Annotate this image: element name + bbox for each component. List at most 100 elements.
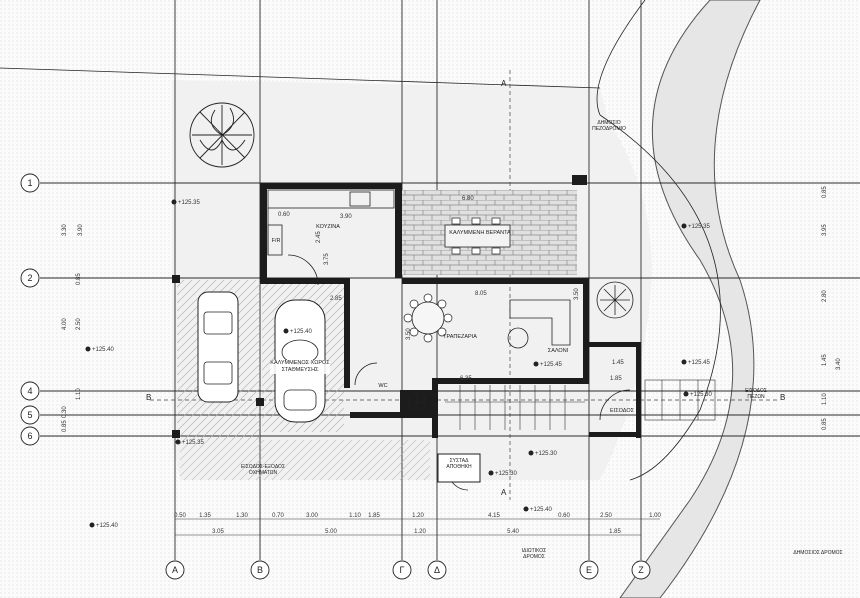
level-symbol-icon: [523, 506, 529, 512]
dimension-value: 4.15: [488, 513, 500, 519]
sidewalk-edge: [596, 0, 646, 116]
room-label-living: ΣΑΛΟΝΙ: [548, 348, 569, 354]
grid-row-label: 5: [27, 410, 32, 420]
level-symbol-icon: [681, 223, 687, 229]
dimension-value: 3.40: [836, 358, 842, 370]
level-symbol-icon: [283, 328, 289, 334]
dimension-value: 2.50: [600, 513, 612, 519]
dimension-value: 8.05: [475, 291, 487, 297]
dimension-value: 1.10: [76, 388, 82, 400]
dimension-value: 1.30: [236, 513, 248, 519]
label-vehicle-entrance: ΕΙΣΟΔΟΣ-ΕΞΟΔΟΣ ΟΧΗΜΑΤΩΝ: [240, 464, 286, 476]
shrub-icon: [407, 392, 427, 412]
dimension-value: 3.90: [78, 224, 84, 236]
level-value: +125.35: [688, 224, 711, 230]
level-symbol-icon: [681, 359, 687, 365]
label-entrance: ΕΙΣΟΔΟΣ: [610, 408, 635, 414]
label-public-sidewalk: ΔΗΜΟΣΙΟ ΠΕΖΟΔΡΟΜΙΟ: [592, 120, 626, 132]
public-sidewalk-box: ΔΗΜΟΣΙΟ ΠΕΖΟΔΡΟΜΙΟ: [592, 120, 626, 132]
level-value: +125.40: [290, 329, 313, 335]
dimension-value: 0.85: [822, 186, 828, 198]
grid-col-label: B: [257, 565, 263, 575]
car-left: [197, 291, 239, 403]
room-label-storage: ΣΥΣΤΑΔ ΑΠΟΘΗΚΗ: [446, 458, 472, 470]
grid-row-markers: [20, 173, 40, 446]
sink: [349, 191, 371, 207]
level-symbol-icon: [85, 346, 91, 352]
dimension-value: 0.70: [272, 513, 284, 519]
section-marker-a-top: A: [501, 79, 507, 88]
grid-col-label: E: [586, 565, 592, 575]
level-value: +125.30: [535, 451, 558, 457]
level-symbol-icon: [533, 361, 539, 367]
room-label-dining: ΤΡΑΠΕΖΑΡΙΑ: [443, 334, 477, 340]
door-swing: [287, 254, 319, 286]
dimension-value: 1.00: [649, 513, 661, 519]
dimension-value: 3.95: [822, 224, 828, 236]
grid-col-markers: [165, 560, 651, 580]
dimension-value: 3.05: [212, 529, 224, 535]
fridge-label: F/R: [272, 238, 281, 244]
vehicle-entrance-box: ΕΙΣΟΔΟΣ-ΕΞΟΔΟΣ ΟΧΗΜΑΤΩΝ: [240, 464, 286, 476]
dimension-value: 4.00: [62, 318, 68, 330]
room-label-parking-box: ΚΑΛΥΜΜΕΝΟΣ ΧΩΡΟΣ ΣΤΑΘΜΕΥΣΗΣ: [270, 360, 330, 374]
dimension-value: 2.50: [76, 318, 82, 330]
level-value: +125.45: [688, 360, 711, 366]
room-label-veranda: ΚΑΛΥΜΜΕΝΗ ΒΕΡΑΝΤΑ: [449, 230, 511, 236]
ped-entrance-box: ΕΙΣΟΔΟΣ ΠΕΖΩΝ: [745, 388, 767, 400]
entrance-paving: [180, 440, 430, 480]
dimension-value: 3.75: [324, 253, 330, 265]
grid-row-label: 4: [27, 386, 32, 396]
grid-row-label: 2: [27, 273, 32, 283]
dimension-value: 0.85: [822, 418, 828, 430]
grid-row-label: 1: [27, 178, 32, 188]
level-value: +125.40: [92, 347, 115, 353]
level-value: +125.40: [96, 523, 119, 529]
dimension-value: 0.85: [76, 273, 82, 285]
level-symbol-icon: [171, 199, 177, 205]
grid-col-label: A: [172, 565, 178, 575]
tree-icon: [189, 102, 255, 168]
level-symbol-icon: [488, 470, 494, 476]
level-symbol-icon: [528, 450, 534, 456]
dimension-value: 1.10: [349, 513, 361, 519]
dimension-value: 1.85: [609, 529, 621, 535]
dimension-value: 0.60: [278, 212, 290, 218]
dimension-value: 1.45: [612, 360, 624, 366]
boundary-line: [0, 67, 601, 89]
section-marker-a-bottom: A: [501, 488, 507, 497]
adjacent-road-box: ΙΔΙΩΤΙΚΟΣ ΔΡΟΜΟΣ: [522, 548, 546, 560]
entrance-steps: [644, 379, 716, 421]
dimension-value: 1.45: [822, 354, 828, 366]
section-marker-b-left: B: [146, 393, 151, 402]
level-symbol-icon: [89, 522, 95, 528]
fridge: [267, 224, 283, 256]
room-label-kitchen: ΚΟΥΖΙΝΑ: [316, 224, 340, 230]
dimension-value: 1.10: [822, 393, 828, 405]
dimension-value: 2.45: [316, 231, 322, 243]
dimension-value: 3.50: [574, 288, 580, 300]
veranda-table: [444, 224, 511, 248]
dimension-value: 3.50: [406, 328, 412, 340]
level-value: +125.30: [495, 471, 518, 477]
dimension-value: 1.35: [199, 513, 211, 519]
entrance-door-swing: [599, 389, 631, 421]
dimension-value: 1.20: [414, 529, 426, 535]
grid-col-label: Z: [638, 565, 644, 575]
level-value: +125.30: [690, 392, 713, 398]
dimension-value: 3.00: [306, 513, 318, 519]
level-value: +125.35: [178, 200, 201, 206]
dimension-value: 0.30: [62, 406, 68, 418]
grid-col-label: Γ: [400, 565, 405, 575]
kitchen-counter: [267, 189, 395, 209]
label-public-road: ΔΗΜΟΣΙΟΣ ΔΡΟΜΟΣ: [793, 550, 843, 556]
grid-col-label: Δ: [434, 565, 440, 575]
level-symbol-icon: [683, 391, 689, 397]
dimension-value: 0.60: [558, 513, 570, 519]
level-symbol-icon: [175, 439, 181, 445]
wc-door-swing: [354, 362, 378, 386]
dimension-value: 6.35: [460, 376, 472, 382]
level-value: +125.35: [182, 440, 205, 446]
section-marker-b-right: B: [780, 393, 785, 402]
dimension-value: 1.85: [368, 513, 380, 519]
